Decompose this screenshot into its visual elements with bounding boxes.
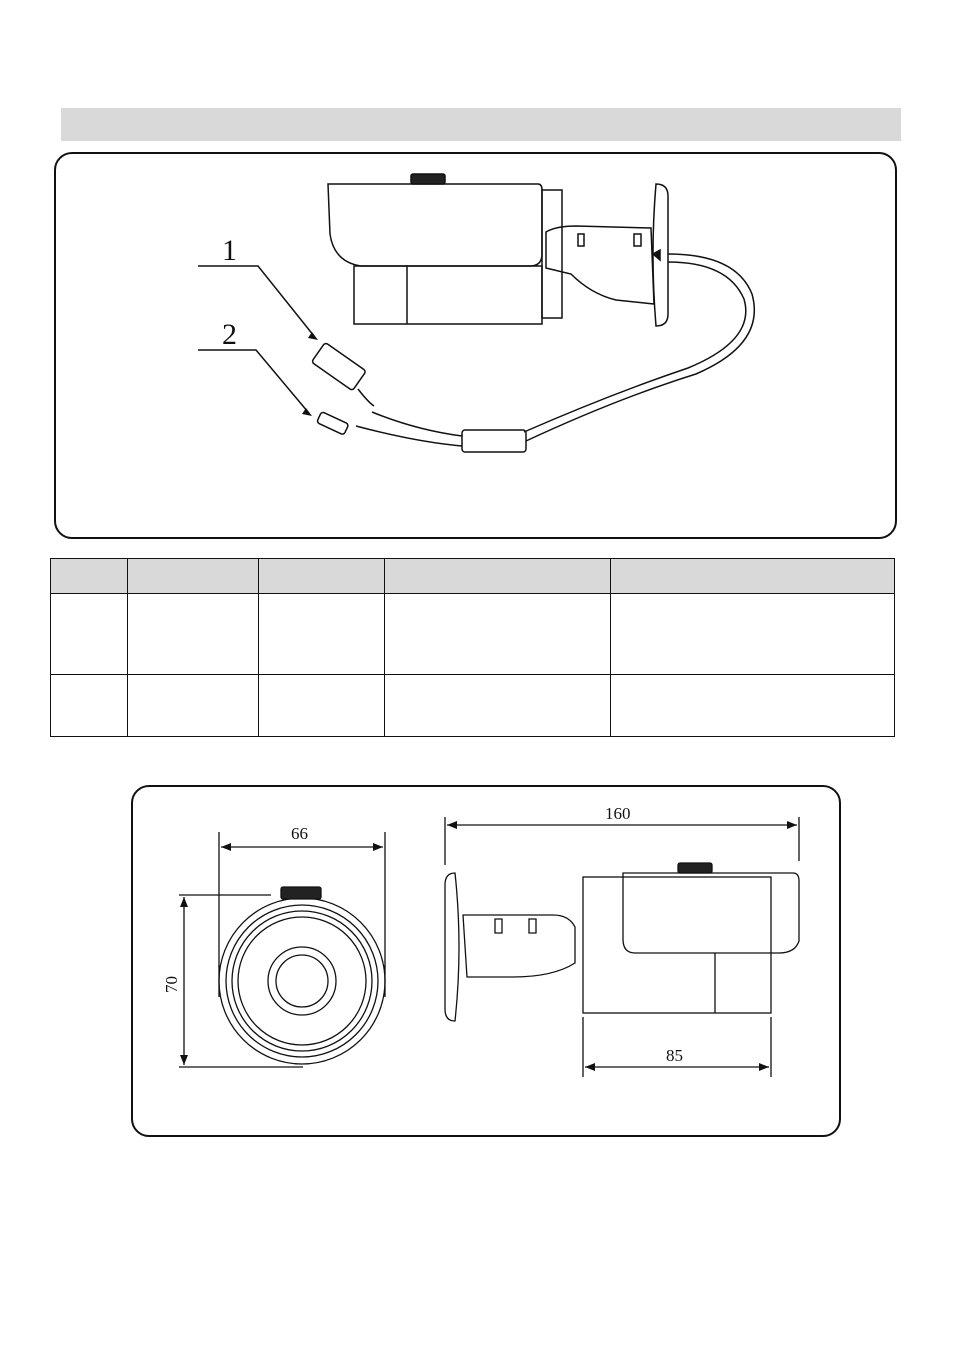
- table-row: [50, 593, 895, 675]
- table-header-cell: [610, 558, 895, 594]
- front-view-lens: [267, 946, 337, 1016]
- front-view-housing: [218, 897, 386, 1065]
- table-row: [50, 674, 895, 737]
- callout-1-leader: [198, 265, 315, 337]
- camera-bracket: [545, 225, 655, 305]
- front-view-knob: [280, 886, 322, 900]
- cable-main: [525, 253, 756, 442]
- cable-diagram: 1 2: [198, 173, 756, 453]
- side-view-sunshield: [622, 872, 800, 954]
- callout-2-number: 2: [222, 318, 237, 351]
- table-cell: [257, 593, 385, 675]
- table-cell: [383, 674, 612, 737]
- side-view-bracket: [462, 914, 576, 978]
- table-cell: [257, 674, 385, 737]
- dim-160-label: 160: [605, 804, 631, 823]
- table-cell: [126, 593, 259, 675]
- camera-mount-plate: [652, 183, 669, 327]
- dim-85-label: 85: [666, 1046, 683, 1065]
- dim-70-label: 70: [162, 976, 181, 993]
- dim-66-label: 66: [291, 824, 308, 843]
- connector-1: [311, 342, 366, 391]
- table-cell: [610, 674, 895, 737]
- side-view-body: [582, 876, 772, 1014]
- connector-2: [316, 411, 349, 435]
- table-cell: [610, 593, 895, 675]
- port-table: [50, 558, 895, 737]
- cable-sleeve: [461, 429, 527, 453]
- table-header-cell: [383, 558, 612, 594]
- side-view-mount-plate: [444, 872, 460, 1022]
- table-header-cell: [50, 558, 128, 594]
- callout-1-number: 1: [222, 234, 237, 267]
- table-cell: [50, 674, 128, 737]
- cable-diagram-panel: 1 2: [54, 152, 897, 539]
- table-header-row: [50, 558, 895, 594]
- dimension-drawing: 66 70 160 85: [162, 804, 800, 1077]
- table-cell: [383, 593, 612, 675]
- camera-body: [353, 265, 543, 325]
- table-header-cell: [126, 558, 259, 594]
- camera-knob: [410, 173, 446, 185]
- table-cell: [126, 674, 259, 737]
- table-cell: [50, 593, 128, 675]
- camera-sunshield: [327, 183, 543, 267]
- section-header-bar: [61, 108, 901, 141]
- callout-2-leader: [198, 349, 309, 413]
- dimension-drawing-panel: 66 70 160 85: [131, 785, 841, 1137]
- table-header-cell: [257, 558, 385, 594]
